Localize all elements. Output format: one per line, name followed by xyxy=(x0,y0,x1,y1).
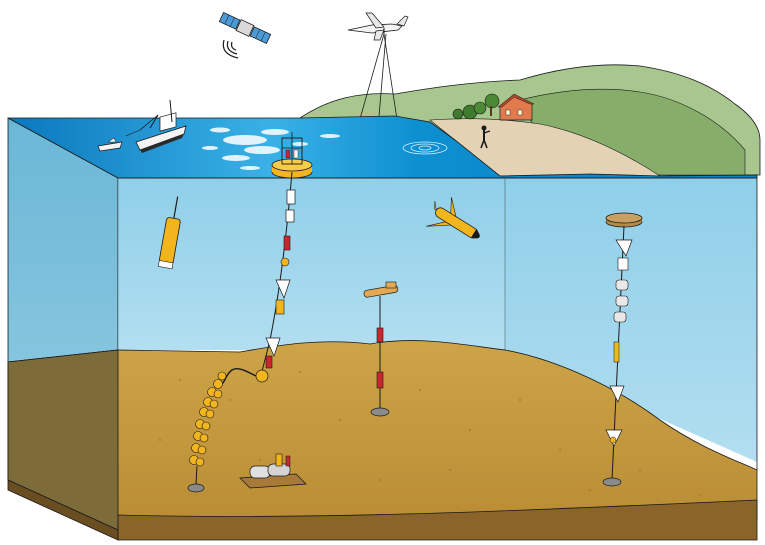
surface-mooring-line xyxy=(255,171,296,383)
water-column-back xyxy=(118,178,505,350)
research-vessel-icon xyxy=(125,99,187,153)
aircraft-icon xyxy=(347,12,409,41)
underwater-glider-icon xyxy=(426,197,480,239)
seafloor-left-side xyxy=(7,349,119,531)
anchor-weight-left xyxy=(187,465,205,493)
surface-ripples xyxy=(402,141,448,155)
sediment-texture xyxy=(158,370,702,497)
satellite-icon xyxy=(218,11,272,45)
float-chain-mooring xyxy=(189,371,227,467)
water-glitter xyxy=(202,127,340,170)
small-boat-icon xyxy=(97,137,123,152)
seafloor-surface xyxy=(7,340,758,531)
person-icon xyxy=(480,125,491,149)
water-column-right xyxy=(505,178,757,462)
trees-icon xyxy=(452,93,500,120)
seafloor-front-face xyxy=(117,499,758,541)
signal-waves-icon xyxy=(222,39,239,59)
seabed-frame-icon xyxy=(239,453,307,489)
float-profiler-icon xyxy=(157,196,181,270)
cable-icon xyxy=(221,367,257,385)
subsurface-mooring-icon xyxy=(602,212,643,487)
bottom-mooring-icon xyxy=(363,281,399,417)
house-icon xyxy=(497,93,535,121)
